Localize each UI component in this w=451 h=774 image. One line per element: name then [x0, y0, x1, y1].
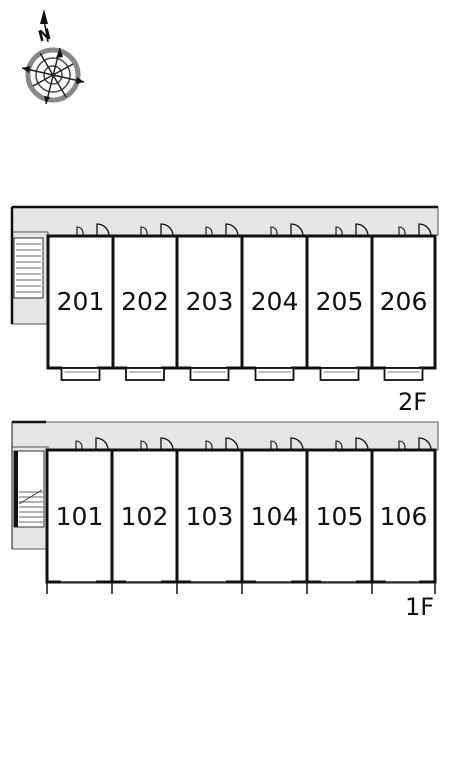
unit-number: 105	[316, 502, 364, 531]
floor-2f: 201 202 203 204 205 206 2F	[10, 205, 439, 416]
door-icon	[160, 223, 174, 237]
unit-number: 103	[186, 502, 234, 531]
unit-104: 104	[240, 437, 304, 594]
floor-1f: 101 102 103 104 105 106 1F	[11, 420, 439, 621]
balcony	[189, 367, 230, 381]
meter-box-icon	[335, 440, 343, 450]
unit-number: 201	[57, 287, 105, 316]
door-icon	[225, 223, 239, 237]
unit-206: 206	[370, 223, 432, 381]
door-icon	[418, 223, 432, 237]
north-letter: N	[36, 25, 53, 46]
door-icon	[355, 437, 369, 451]
door-icon	[160, 437, 174, 451]
unit-102: 102	[110, 437, 174, 594]
meter-box-icon	[335, 226, 343, 236]
unit-204: 204	[240, 223, 304, 381]
unit-105: 105	[305, 437, 369, 594]
door-icon	[95, 437, 109, 451]
unit-number: 106	[380, 502, 428, 531]
unit-number: 102	[121, 502, 169, 531]
floor-label-2f: 2F	[398, 388, 427, 416]
balcony	[60, 367, 101, 381]
unit-number: 203	[186, 287, 234, 316]
staircase-1f	[13, 450, 45, 528]
meter-box-icon	[270, 440, 278, 450]
unit-106: 106	[370, 437, 432, 594]
meter-box-icon	[205, 226, 213, 236]
corridor-2f	[11, 206, 439, 236]
door-icon	[96, 223, 110, 237]
unit-103: 103	[175, 437, 239, 594]
meter-box-icon	[398, 440, 406, 450]
door-icon	[418, 437, 432, 451]
unit-101: 101	[46, 437, 109, 594]
unit-number: 206	[380, 287, 428, 316]
balcony	[125, 367, 165, 381]
north-arrow-icon	[40, 9, 48, 24]
meter-box-icon	[76, 226, 84, 236]
balcony	[254, 367, 295, 381]
meter-box-icon	[270, 226, 278, 236]
unit-number: 205	[316, 287, 364, 316]
compass-icon: N	[21, 9, 85, 105]
unit-202: 202	[111, 223, 174, 381]
balcony	[319, 367, 360, 381]
meter-box-icon	[398, 226, 406, 236]
unit-203: 203	[175, 223, 239, 381]
unit-number: 101	[56, 502, 104, 531]
door-icon	[290, 223, 304, 237]
unit-201: 201	[57, 223, 110, 381]
meter-box-icon	[75, 440, 83, 450]
unit-number: 202	[121, 287, 169, 316]
meter-box-icon	[140, 440, 148, 450]
door-icon	[355, 223, 369, 237]
unit-205: 205	[305, 223, 369, 381]
meter-box-icon	[140, 226, 148, 236]
unit-number: 204	[251, 287, 299, 316]
balcony	[383, 367, 424, 381]
door-icon	[225, 437, 239, 451]
meter-box-icon	[205, 440, 213, 450]
floor-label-1f: 1F	[405, 593, 434, 621]
door-icon	[290, 437, 304, 451]
unit-number: 104	[251, 502, 299, 531]
